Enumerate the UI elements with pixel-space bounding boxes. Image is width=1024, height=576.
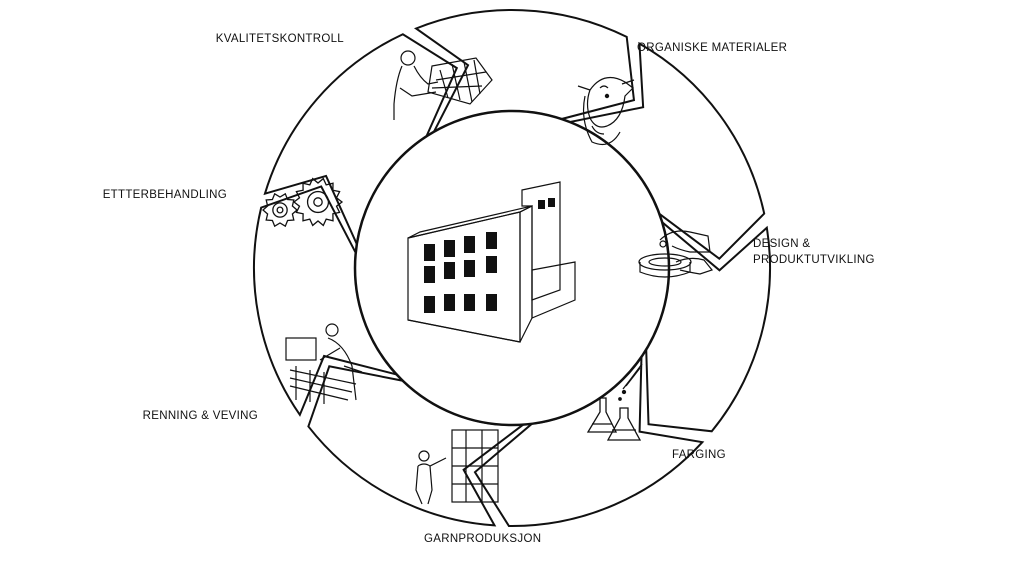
stage-label: RENNING & VEVING bbox=[142, 410, 258, 422]
factory-window bbox=[444, 240, 455, 257]
lab-flasks-icon bbox=[586, 363, 643, 441]
gear-hub bbox=[272, 202, 288, 218]
gear-hub bbox=[313, 197, 323, 207]
factory-window bbox=[464, 260, 475, 277]
gear-shape bbox=[262, 192, 298, 228]
stage-label: ORGANISKE MATERIALER bbox=[637, 42, 788, 54]
gears-icon bbox=[262, 177, 344, 228]
stage-label: ETTTERBEHANDLING bbox=[102, 189, 227, 201]
inspector-fabric-icon bbox=[393, 50, 493, 120]
factory-window bbox=[548, 198, 555, 207]
gear-hub bbox=[306, 190, 330, 214]
factory-window bbox=[538, 200, 545, 209]
gear-shape bbox=[292, 177, 344, 227]
factory-window bbox=[424, 244, 435, 261]
factory-window bbox=[464, 236, 475, 253]
cycle-segments bbox=[253, 9, 771, 527]
stage-label: DESIGN &PRODUKTUTVIKLING bbox=[753, 238, 875, 266]
gear-hub bbox=[276, 206, 284, 214]
sheep-icon bbox=[577, 76, 635, 145]
factory-window bbox=[444, 294, 455, 311]
factory-building-icon bbox=[407, 181, 576, 343]
factory-window bbox=[464, 294, 475, 311]
factory-window bbox=[486, 232, 497, 249]
yarn-machine-worker-icon bbox=[415, 429, 499, 505]
factory-window bbox=[486, 294, 497, 311]
stage-label: KVALITETSKONTROLL bbox=[215, 33, 344, 45]
factory-window bbox=[424, 266, 435, 283]
stage-label: FARGING bbox=[672, 449, 726, 461]
factory-window bbox=[486, 256, 497, 273]
weaving-loom-worker-icon bbox=[285, 323, 363, 404]
stage-label: GARNPRODUKSJON bbox=[424, 533, 542, 545]
factory-window bbox=[444, 262, 455, 279]
factory-window bbox=[424, 296, 435, 313]
hands-crafting-icon bbox=[638, 230, 714, 278]
